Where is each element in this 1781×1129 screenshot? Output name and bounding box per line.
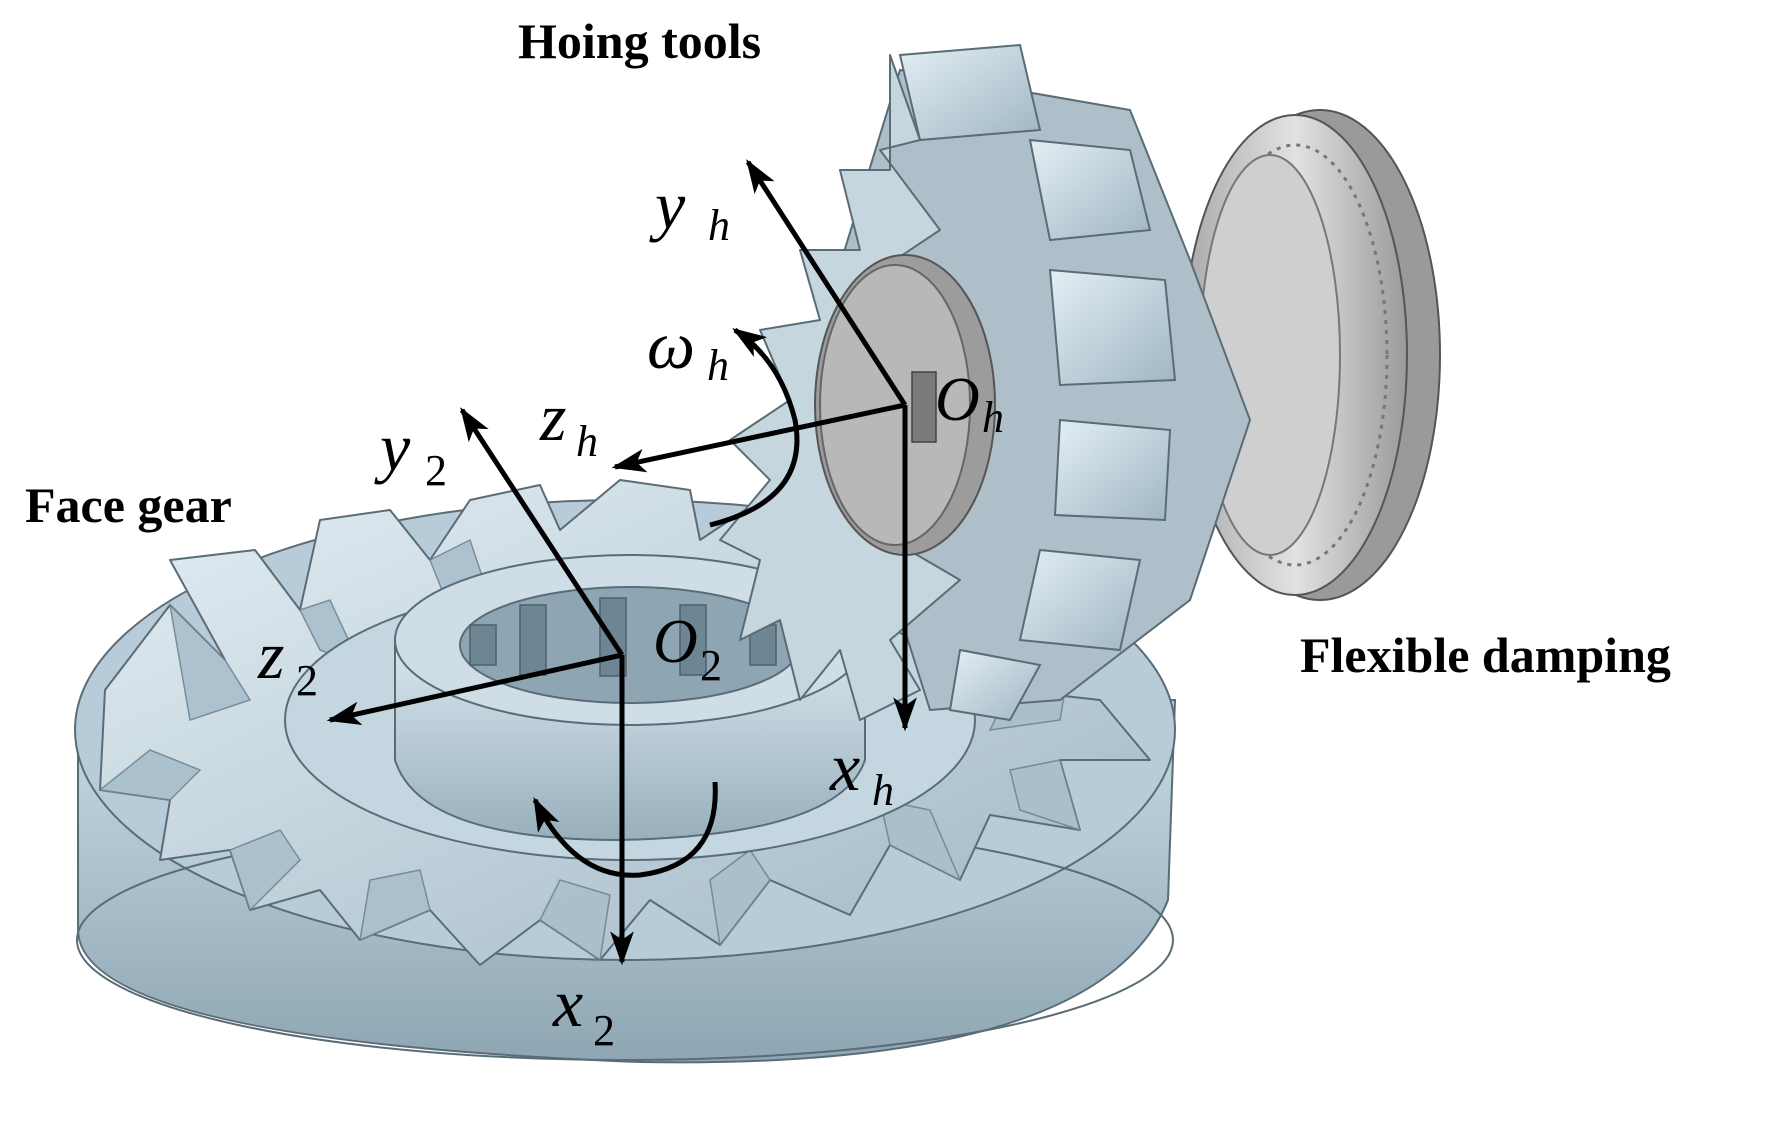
tool-key-slot	[911, 371, 937, 443]
svg-text:O: O	[653, 608, 698, 676]
label-yh: y h	[649, 167, 730, 250]
label-o2: O 2	[653, 608, 722, 690]
svg-text:h: h	[982, 393, 1004, 442]
coordinate-axes	[326, 159, 917, 966]
svg-text:2: 2	[700, 641, 722, 690]
face-gear	[74, 479, 1177, 1064]
label-oh: O h	[935, 366, 1004, 442]
svg-text:x: x	[552, 965, 583, 1041]
axis-yh-arrow	[745, 159, 908, 407]
svg-text:h: h	[707, 341, 729, 390]
svg-text:y: y	[374, 409, 411, 485]
label-flexible-damping: Flexible damping	[1300, 627, 1671, 683]
rotation-arc-gear	[532, 781, 718, 878]
axis-z2-arrow	[326, 652, 623, 725]
rotation-arc-omega-h	[709, 327, 800, 528]
label-omega-h: ω h	[647, 307, 729, 390]
label-hoing-tools: Hoing tools	[518, 13, 761, 69]
svg-text:ω: ω	[647, 307, 695, 383]
label-face-gear: Face gear	[25, 477, 232, 533]
svg-text:2: 2	[296, 656, 318, 705]
svg-text:z: z	[539, 379, 566, 455]
svg-text:h: h	[708, 201, 730, 250]
label-y2: y 2	[374, 409, 447, 495]
svg-text:2: 2	[425, 446, 447, 495]
tool-gear-teeth	[898, 43, 1177, 722]
svg-text:x: x	[829, 729, 860, 805]
svg-text:h: h	[872, 766, 894, 815]
svg-text:z: z	[257, 617, 284, 693]
label-zh: z h	[539, 379, 598, 466]
axis-y2-arrow	[459, 407, 625, 657]
honing-tool	[719, 43, 1441, 722]
svg-text:O: O	[935, 366, 980, 434]
label-z2: z 2	[257, 617, 318, 705]
svg-text:2: 2	[593, 1006, 615, 1055]
axis-zh-arrow	[611, 402, 906, 473]
label-x2: x 2	[552, 965, 615, 1055]
label-xh: x h	[829, 729, 894, 815]
svg-text:h: h	[576, 417, 598, 466]
svg-text:y: y	[649, 167, 686, 243]
